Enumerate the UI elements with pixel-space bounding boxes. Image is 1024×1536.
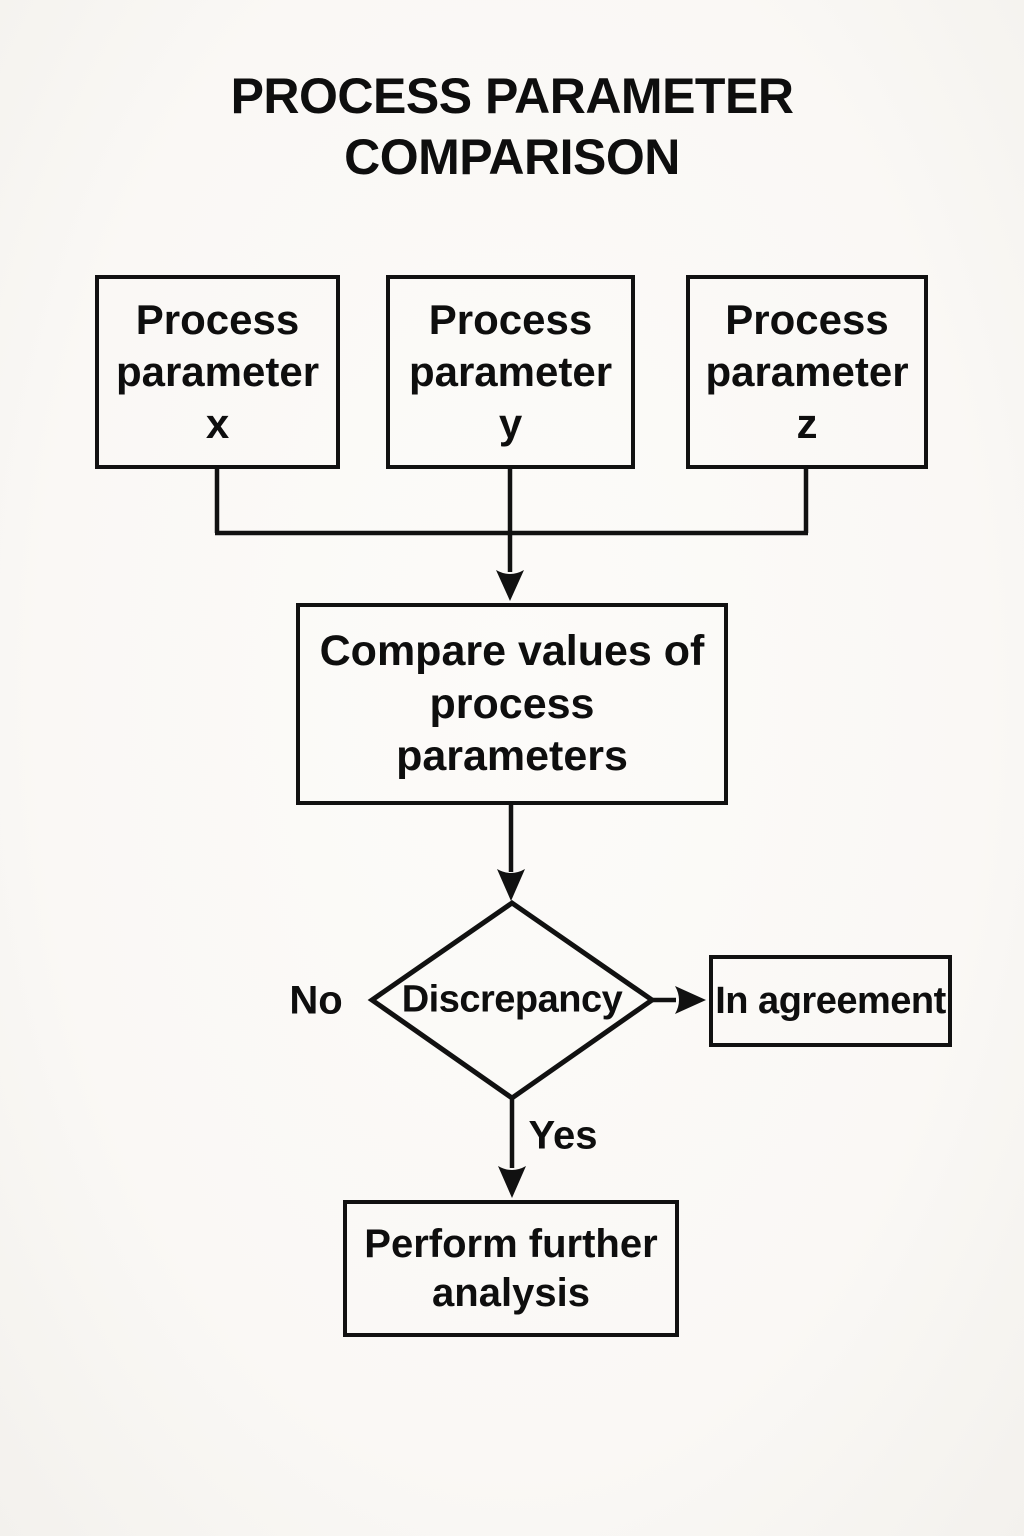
- page-title: PROCESS PARAMETER COMPARISON: [230, 68, 794, 185]
- node-process-parameter-x: Process parameter x: [95, 275, 340, 469]
- node-compare-values: Compare values of process parameters: [296, 603, 728, 805]
- arrowhead-into-agreement: [675, 986, 706, 1014]
- node-process-parameter-z: Process parameter z: [686, 275, 928, 469]
- arrowhead-into-analysis: [498, 1166, 526, 1198]
- node-in-agreement: In agreement: [709, 955, 952, 1047]
- arrowhead-into-compare: [496, 570, 524, 601]
- node-process-parameter-y: Process parameter y: [386, 275, 635, 469]
- branch-label-no: No: [289, 978, 343, 1023]
- decision-discrepancy-label: Discrepancy: [401, 978, 623, 1021]
- arrowhead-into-decision: [497, 869, 525, 901]
- node-perform-further-analysis: Perform further analysis: [343, 1200, 679, 1337]
- branch-label-yes: Yes: [528, 1113, 598, 1158]
